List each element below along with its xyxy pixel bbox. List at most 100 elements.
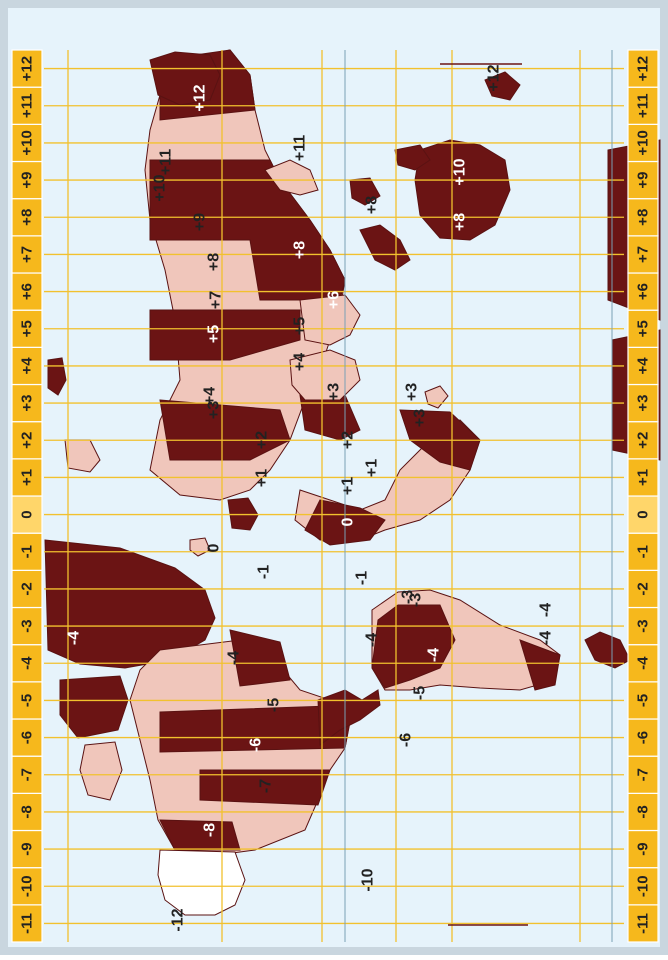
zone-strip-cell (627, 829, 659, 869)
zone-strip-cell (11, 123, 43, 163)
landmass-alaska (157, 849, 246, 916)
zone-strip-label: -4 (635, 656, 652, 670)
map-zone-label: +12 (486, 64, 503, 91)
map-zone-label: -6 (398, 733, 415, 747)
map-zone-label: +7 (208, 291, 225, 309)
map-zone-label: -5 (266, 698, 283, 712)
zone-strip-cell (627, 421, 659, 460)
zone-strip-cell (11, 272, 43, 311)
map-zone-label: +10 (452, 158, 469, 185)
zone-strip-cell (11, 532, 43, 571)
zone-strip-label: +8 (19, 209, 36, 226)
zone-strip-cell (627, 86, 659, 125)
zone-strip-label: +11 (635, 93, 652, 118)
time-zone-gridlines (44, 50, 624, 942)
zone-strip-label: +7 (19, 246, 36, 263)
zone-strip-label: +10 (19, 130, 36, 155)
zone-strip-cell (11, 792, 43, 832)
zone-strip-label: -8 (19, 805, 36, 818)
zone-strip-label: +1 (19, 469, 36, 486)
map-zone-label: +9 (192, 213, 209, 231)
zone-strip-cell (11, 718, 43, 757)
landmass-eurasia-zone-band (159, 399, 291, 461)
zone-strip-cell (11, 383, 43, 423)
zone-strip-cell (11, 569, 43, 609)
zone-strip-label: -3 (635, 619, 652, 632)
map-zone-label: +10 (152, 174, 169, 201)
zone-strip-cell (11, 458, 43, 497)
map-zone-label: +3 (326, 383, 343, 401)
zone-strip-cell (11, 346, 43, 386)
map-zone-label: +8 (452, 213, 469, 231)
map-zone-label: +1 (254, 469, 271, 487)
zone-strip-label: -2 (635, 582, 652, 595)
map-zone-label: +3 (206, 401, 223, 419)
map-zone-label: -4 (66, 631, 83, 645)
zone-strip-label: -6 (19, 731, 36, 744)
landmass-arabia (289, 349, 361, 401)
map-zone-label: +4 (292, 353, 309, 371)
zone-strip-label: -10 (19, 875, 36, 897)
landmass-north-america-zone-band (229, 629, 291, 687)
zone-strip-label: +5 (19, 320, 36, 337)
map-zone-label: -4 (226, 651, 243, 665)
zone-strip-cell (627, 49, 659, 88)
zone-strip-cell (627, 123, 659, 163)
map-zone-label: +2 (340, 431, 357, 449)
zone-strip-label: +12 (19, 56, 36, 81)
map-zone-label: +11 (292, 135, 309, 161)
zone-strip-label: 0 (19, 510, 36, 518)
landmass-arctic-islands (59, 675, 129, 739)
zone-strip-label: +2 (19, 432, 36, 449)
landmass-north-america-zone-band (159, 819, 241, 851)
map-zone-label: +5 (292, 317, 309, 335)
map-zone-label: -4 (538, 631, 555, 645)
landmass-eastern-siberia (149, 51, 221, 106)
map-zone-label: +8 (292, 241, 309, 259)
map-zone-label: 0 (206, 543, 223, 552)
zone-strip-label: +11 (19, 93, 36, 118)
map-zone-label: +12 (192, 84, 209, 111)
zone-strip-label: +8 (635, 209, 652, 226)
zone-strip-label: +3 (635, 395, 652, 412)
map-zone-label: -8 (202, 823, 219, 837)
map-zone-label: -3 (400, 590, 417, 604)
zone-strip-cell (627, 495, 659, 534)
landmass-new-zealand (484, 71, 521, 101)
zone-strip-label: -6 (635, 731, 652, 744)
landmass-arctic-islands (79, 741, 123, 801)
zone-strip-label: +6 (19, 283, 36, 300)
zone-strip-cell (627, 532, 659, 571)
zone-strip-cell (11, 829, 43, 869)
map-zone-label: +2 (254, 431, 271, 449)
map-zone-label: +6 (326, 291, 343, 309)
zone-strip-label: -1 (635, 545, 652, 558)
map-zone-label: +1 (364, 459, 381, 477)
zone-strip-label: +9 (635, 172, 652, 189)
zone-strip-label: +2 (635, 432, 652, 449)
zone-strip-label: -4 (19, 656, 36, 670)
map-zone-label: -12 (170, 908, 187, 931)
map-zone-label: -4 (426, 648, 443, 662)
zone-strip-label: -7 (19, 768, 36, 781)
zone-strip-label: -9 (635, 842, 652, 855)
zone-strip-cell (627, 569, 659, 609)
zone-strip-cell (627, 309, 659, 348)
zone-strip-cell (627, 755, 659, 794)
zone-strip-cell (11, 235, 43, 274)
zone-strip-cell (627, 346, 659, 386)
zone-strip-label: -1 (19, 545, 36, 558)
landmass-south-america-zone-band (519, 639, 561, 691)
zone-strip-cell (627, 272, 659, 311)
zone-strip-label: +7 (635, 246, 652, 263)
map-zone-label: -10 (360, 868, 377, 891)
zone-strip-label: +12 (635, 56, 652, 81)
landmass-indonesia (359, 224, 411, 271)
map-zone-label: +11 (158, 149, 175, 175)
landmass-north-america-zone-band (159, 705, 351, 753)
zone-strip-cell (11, 421, 43, 460)
zone-strip-label: -5 (19, 694, 36, 707)
time-zone-strip-left: -11-10-9-8-7-6-5-4-3-2-10+1+2+3+4+5+6+7+… (11, 49, 43, 943)
zone-strip-cell (627, 160, 659, 200)
